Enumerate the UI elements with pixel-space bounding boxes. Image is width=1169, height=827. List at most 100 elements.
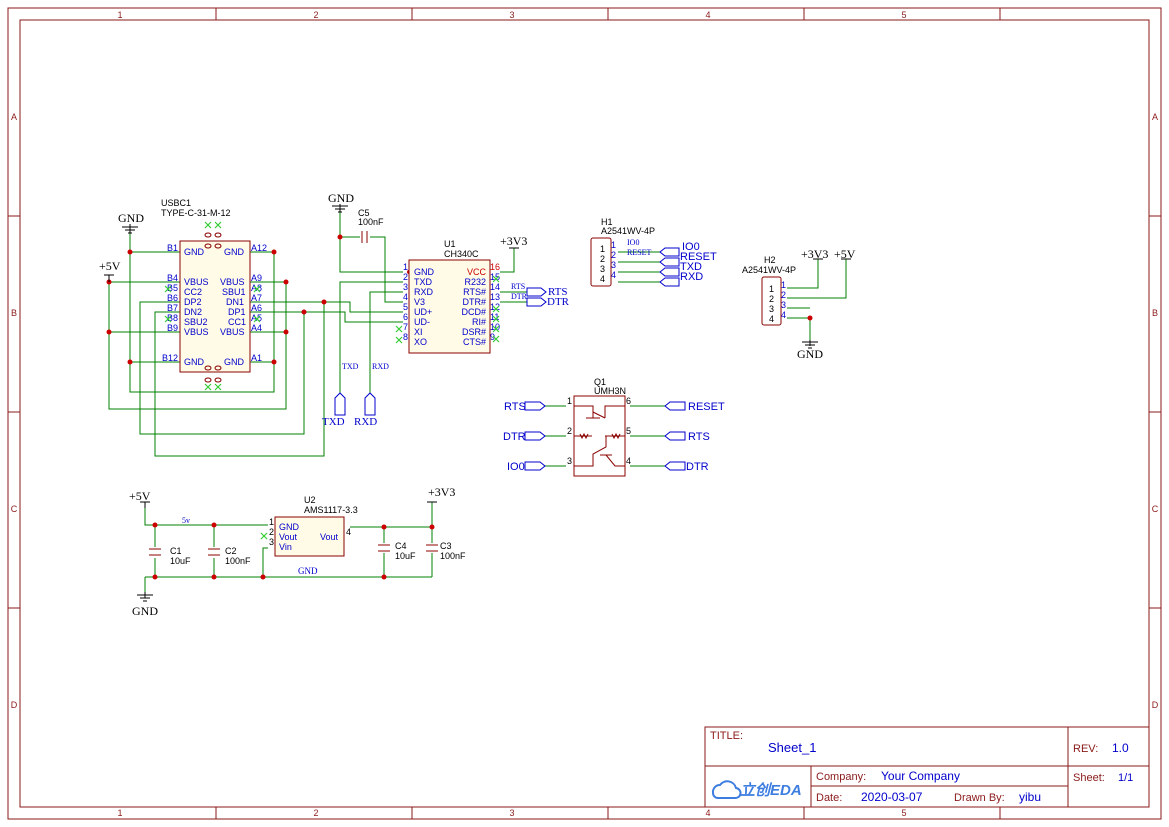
gnd-symbol bbox=[137, 592, 153, 602]
pin-num: 1 bbox=[567, 396, 572, 406]
pin-name: GND bbox=[279, 522, 300, 532]
port-label-dtr: DTR bbox=[547, 296, 570, 308]
pin-name: GND bbox=[414, 267, 435, 277]
pin-name: VBUS bbox=[184, 327, 209, 337]
col-label: 2 bbox=[313, 10, 318, 20]
pin-num: 2 bbox=[567, 426, 572, 436]
pin-name: GND bbox=[224, 357, 245, 367]
pin-name: Vout bbox=[279, 532, 298, 542]
pin-num: B1 bbox=[167, 243, 178, 253]
drawn-by-label: Drawn By: bbox=[954, 792, 1005, 804]
port-txd bbox=[659, 267, 680, 277]
pin-name: CTS# bbox=[463, 337, 486, 347]
pin-name: DN1 bbox=[226, 297, 244, 307]
gnd-label: GND bbox=[132, 604, 158, 618]
net-label-txd: TXD bbox=[342, 362, 359, 371]
pin-name: DTR# bbox=[462, 297, 486, 307]
col-label: 1 bbox=[117, 808, 122, 818]
pin-num: 5 bbox=[403, 302, 408, 312]
company-value: Your Company bbox=[881, 769, 960, 783]
h2-header[interactable]: H2 A2541WV-4P 1 2 3 4 1 2 3 4 bbox=[742, 255, 796, 326]
port-txd bbox=[334, 392, 346, 416]
pin-name: XO bbox=[414, 337, 427, 347]
port-rxd bbox=[659, 277, 680, 287]
net-label-5v: 5v bbox=[182, 516, 190, 525]
c5-ref: C5 bbox=[358, 208, 370, 218]
pin-num: 3 bbox=[269, 537, 274, 547]
pin-num: 4 bbox=[600, 274, 605, 284]
port-dtr bbox=[526, 297, 547, 307]
pin-num: A4 bbox=[251, 323, 262, 333]
port-label: RTS bbox=[688, 431, 710, 443]
drawn-by-value: yibu bbox=[1019, 790, 1041, 804]
u2-value: AMS1117-3.3 bbox=[304, 505, 358, 515]
port-label: RTS bbox=[504, 401, 526, 413]
col-label: 3 bbox=[509, 808, 514, 818]
pin-name: VBUS bbox=[184, 277, 209, 287]
pin-name: DN2 bbox=[184, 307, 202, 317]
c3-value: 100nF bbox=[440, 551, 466, 561]
lceda-logo: 立创EDA bbox=[711, 780, 802, 799]
h1-body bbox=[590, 237, 612, 287]
u2-ams1117[interactable]: U2 AMS1117-3.3 1 2 3 4 GND Vout Vin Vout… bbox=[182, 495, 358, 576]
rev-label: REV: bbox=[1073, 743, 1098, 755]
c4-ref: C4 bbox=[395, 541, 407, 551]
pin-name: DP2 bbox=[184, 297, 202, 307]
port-label: TXD bbox=[680, 261, 702, 273]
pin-name: TXD bbox=[414, 277, 433, 287]
q1-value: UMH3N bbox=[594, 386, 626, 396]
frame-labels: 1 2 3 4 5 1 2 3 4 5 A B C D A B C D bbox=[11, 10, 1159, 818]
port-rts bbox=[524, 401, 546, 411]
port-dtr bbox=[664, 461, 686, 471]
pin-num: A1 bbox=[251, 353, 262, 363]
pin-num: 6 bbox=[626, 396, 631, 406]
row-label: B bbox=[1152, 308, 1158, 318]
pin-num: 7 bbox=[403, 322, 408, 332]
u2-body bbox=[274, 516, 345, 557]
junctions bbox=[106, 234, 813, 580]
pin-name: GND bbox=[184, 247, 205, 257]
pin-num: 3 bbox=[403, 282, 408, 292]
port-label: DTR bbox=[686, 461, 709, 473]
pin-num: 3 bbox=[769, 304, 774, 314]
h2-ref: H2 bbox=[764, 255, 776, 265]
row-label: A bbox=[11, 112, 17, 122]
pin-num: 10 bbox=[490, 322, 500, 332]
gnd-label: GND bbox=[118, 211, 144, 225]
title-value: Sheet_1 bbox=[768, 740, 816, 755]
u1-ch340c[interactable]: U1 CH340C 1 2 3 4 5 6 7 8 GND TXD RXD V3… bbox=[322, 239, 570, 428]
port-label: RESET bbox=[688, 401, 725, 413]
row-label: D bbox=[1152, 700, 1159, 710]
port-rxd bbox=[364, 392, 376, 416]
pin-num: 5 bbox=[626, 426, 631, 436]
pin-name: GND bbox=[184, 357, 205, 367]
usbc1-value: TYPE-C-31-M-12 bbox=[161, 208, 231, 218]
pin-name: DP1 bbox=[228, 307, 246, 317]
q1-transistor[interactable]: Q1 UMH3N 1 2 3 6 5 4 bbox=[503, 377, 725, 477]
pin-num: 4 bbox=[769, 314, 774, 324]
company-label: Company: bbox=[816, 771, 866, 783]
pin-num: B9 bbox=[167, 323, 178, 333]
port-rts bbox=[664, 431, 686, 441]
vcc-3v3-label: +3V3 bbox=[428, 485, 455, 499]
u1-value: CH340C bbox=[444, 249, 479, 259]
vcc-5v-label: +5V bbox=[129, 489, 151, 503]
cloud-icon bbox=[711, 780, 742, 799]
pin-name: RXD bbox=[414, 287, 434, 297]
h1-header[interactable]: H1 A2541WV-4P 1 2 3 4 1 2 3 4 IO0 RESET … bbox=[590, 217, 717, 287]
pin-name: CC2 bbox=[184, 287, 202, 297]
c5-capacitor[interactable]: C5 100nF bbox=[358, 208, 384, 243]
pin-name: GND bbox=[224, 247, 245, 257]
usbc1-component[interactable]: USBC1 TYPE-C-31-M-12 B1 B4 B5 B6 B7 B8 B… bbox=[161, 198, 267, 383]
c4-value: 10uF bbox=[395, 551, 416, 561]
row-label: D bbox=[11, 700, 18, 710]
pin-num: 3 bbox=[781, 300, 786, 310]
net-label-io0: IO0 bbox=[627, 238, 639, 247]
pin-num: 14 bbox=[490, 282, 500, 292]
pin-name: DSR# bbox=[462, 327, 486, 337]
net-label-rts: RTS bbox=[511, 282, 525, 291]
col-label: 2 bbox=[313, 808, 318, 818]
net-label-gnd: GND bbox=[298, 566, 318, 576]
pin-num: 3 bbox=[611, 260, 616, 270]
rev-value: 1.0 bbox=[1112, 741, 1129, 755]
